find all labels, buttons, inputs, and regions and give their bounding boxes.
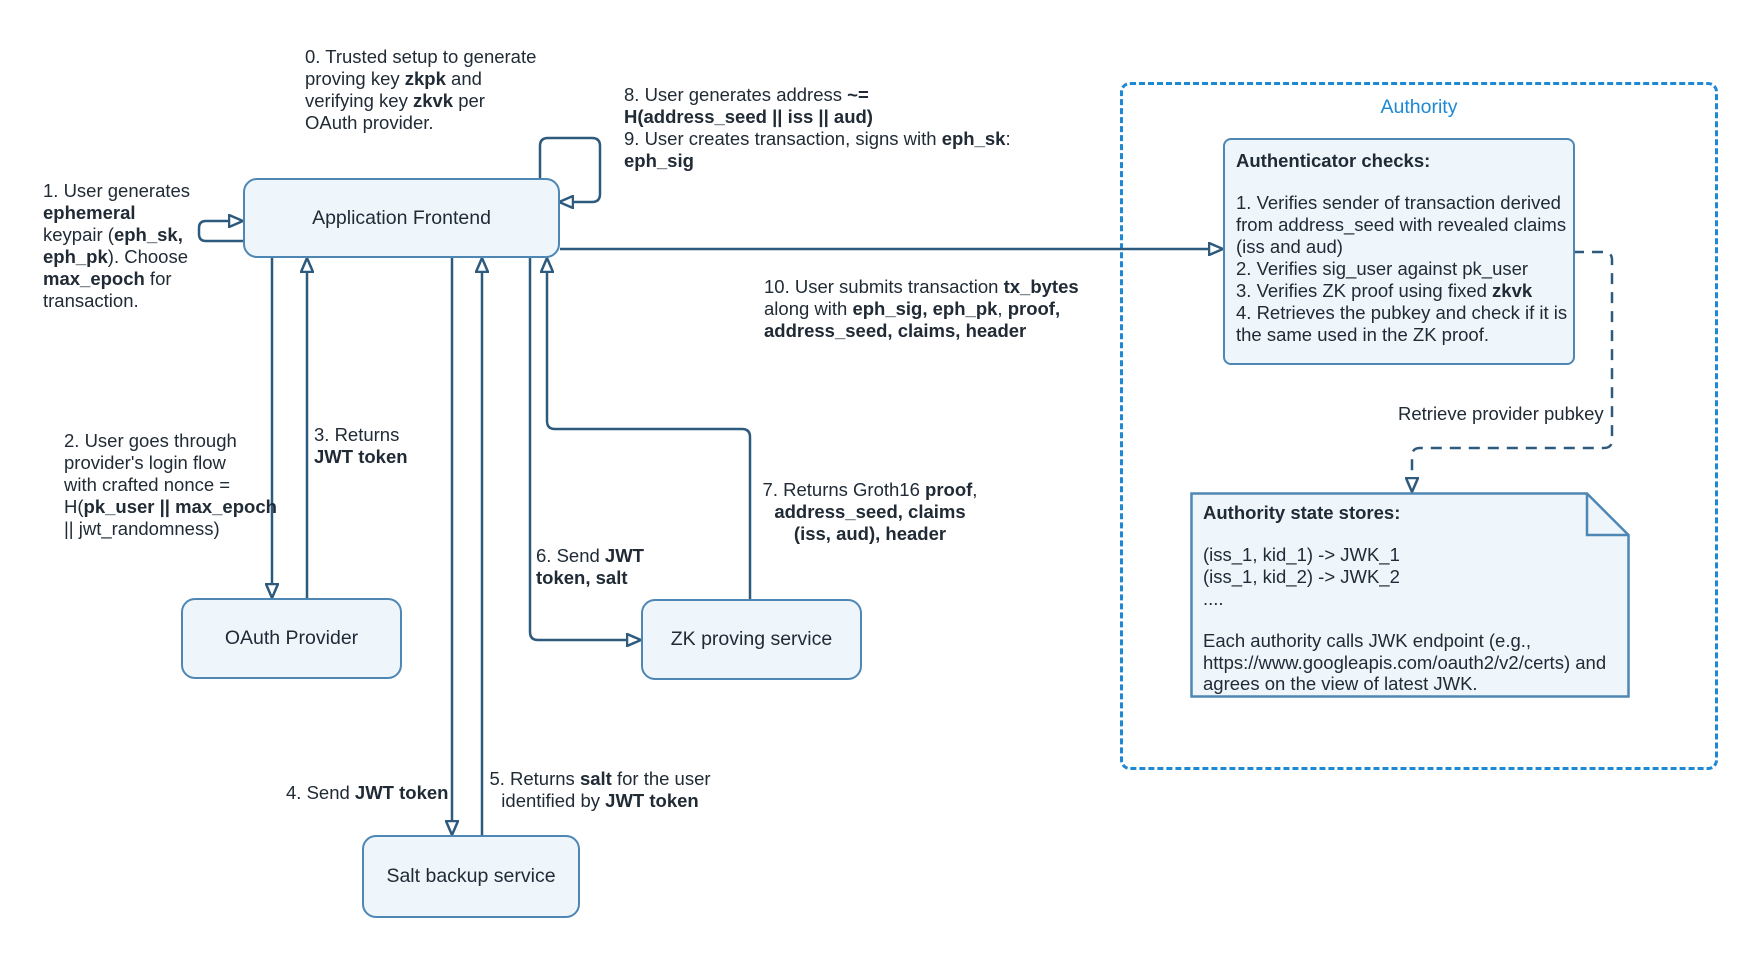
arrow-retrieve-provider-pubkey xyxy=(1412,250,1614,478)
note-shape xyxy=(1190,492,1630,698)
authority-container xyxy=(1120,82,1718,770)
label-step8-9: 8. User generates address ~=H(address_se… xyxy=(624,84,1011,171)
arrow-step6-send-jwt-salt xyxy=(528,258,627,640)
label-step4: 4. Send JWT token xyxy=(286,782,449,803)
arrow-self-loop-create-transaction xyxy=(538,136,602,202)
authority-title: Authority xyxy=(1380,96,1458,118)
label-retrieve-provider-pubkey: Retrieve provider pubkey xyxy=(1398,403,1604,424)
node-oauth-provider: OAuth Provider xyxy=(181,598,402,679)
arrow-self-loop-generate-keypair xyxy=(197,221,243,243)
authority-state-stores-text: Authority state stores:(iss_1, kid_1) ->… xyxy=(1203,502,1607,695)
authenticator-checks-panel: Authenticator checks:1. Verifies sender … xyxy=(1223,138,1575,365)
label-step7: 7. Returns Groth16 proof,address_seed, c… xyxy=(762,479,978,544)
node-zk-proving-service: ZK proving service xyxy=(641,599,862,680)
node-salt-backup-service: Salt backup service xyxy=(362,835,580,918)
arrow-step7-returns-proof xyxy=(547,272,752,599)
authority-state-stores-note: Authority state stores:(iss_1, kid_1) ->… xyxy=(1190,492,1630,698)
node-application-frontend: Application Frontend xyxy=(243,178,560,258)
